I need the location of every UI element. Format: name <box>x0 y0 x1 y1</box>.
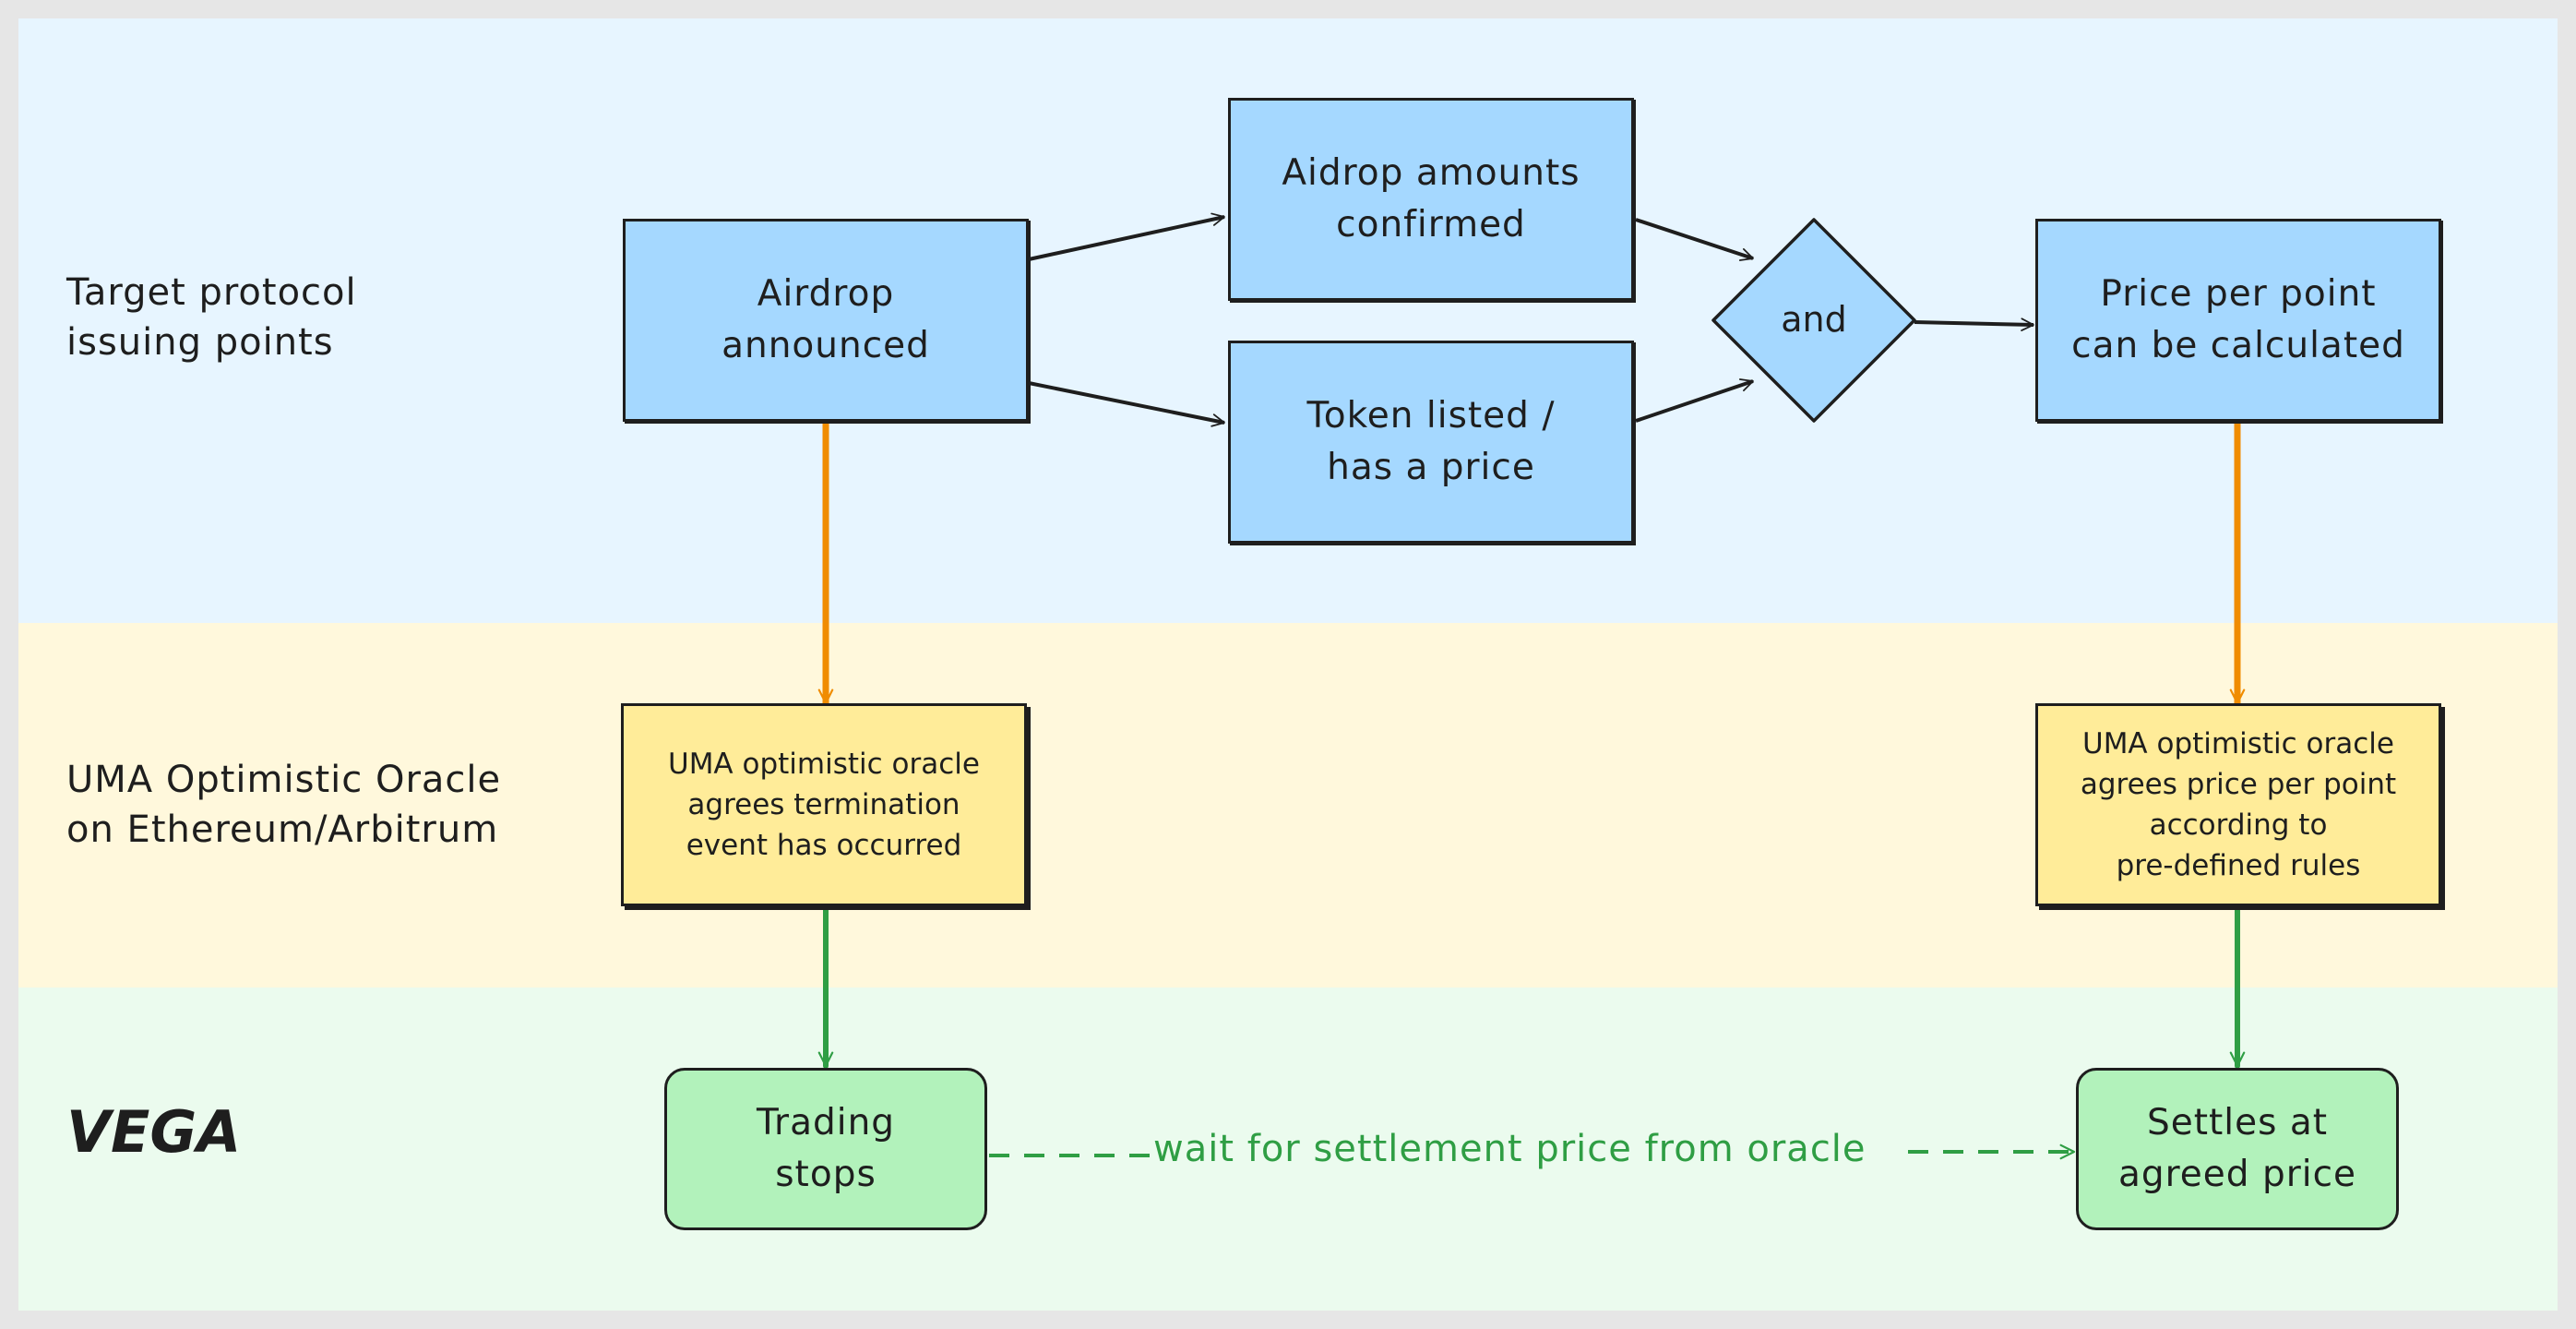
arrow-announced-to-listed <box>1028 381 1225 427</box>
settles-box: Settles at agreed price <box>2076 1068 2399 1230</box>
uma-price-box: UMA optimistic oracle agrees price per p… <box>2035 703 2441 906</box>
lane-label-vega: VEGA <box>66 1098 242 1166</box>
and-gate-diamond <box>1711 218 1916 423</box>
arrow-and-to-price <box>1914 317 2034 331</box>
wait-settlement-label: wait for settlement price from oracle <box>1153 1128 1866 1170</box>
lane-label-uma-oracle: UMA Optimistic Oracle on Ethereum/Arbitr… <box>66 759 502 851</box>
arrow-announced-to-confirmed <box>1028 212 1225 261</box>
lane-label-target-protocol: Target protocol issuing points <box>66 271 357 364</box>
airdrop-announced-box: Airdrop announced <box>623 219 1029 422</box>
amounts-confirmed-box: Aidrop amounts confirmed <box>1228 98 1634 301</box>
uma-termination-box: UMA optimistic oracle agrees termination… <box>621 703 1027 906</box>
price-per-point-box: Price per point can be calculated <box>2035 219 2441 422</box>
token-listed-box: Token listed / has a price <box>1228 341 1634 544</box>
arrow-confirmed-to-and <box>1635 218 1754 261</box>
and-gate-label: and <box>1781 299 1847 340</box>
trading-stops-box: Trading stops <box>664 1068 987 1230</box>
arrow-listed-to-and <box>1635 378 1754 423</box>
